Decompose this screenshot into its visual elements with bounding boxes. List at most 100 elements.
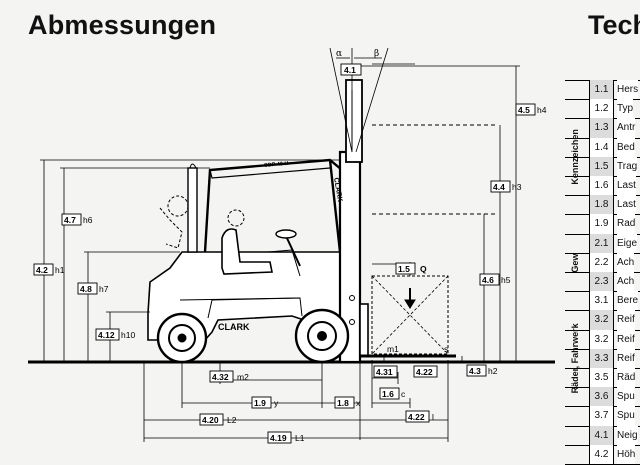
- spec-row-number: 1.4: [589, 137, 614, 157]
- dim-4-19: 4.19: [270, 433, 287, 443]
- spec-row-number: 1.2: [589, 99, 614, 119]
- spec-row-label: Antr: [617, 118, 636, 138]
- dim-1-9-sym: y: [274, 398, 279, 408]
- spec-row-number: 1.8: [589, 195, 614, 215]
- spec-row-label: Ach: [617, 252, 635, 272]
- dim-4-8: 4.8: [80, 284, 92, 294]
- dim-1-8-sym: x: [356, 398, 361, 408]
- spec-row-number: 1.6: [589, 176, 614, 196]
- dim-4-12: 4.12: [98, 330, 115, 340]
- spec-row-label: Hers: [617, 80, 639, 100]
- spec-row-label: Reif: [617, 348, 635, 368]
- dim-4-22-a: 4.22: [416, 367, 433, 377]
- spec-row-number: 3.2: [589, 310, 614, 330]
- dim-s: s: [444, 344, 448, 354]
- dim-4-5-sym: h4: [537, 105, 547, 115]
- spec-row-label: Eige: [617, 233, 638, 253]
- dim-4-12-sym: h10: [121, 330, 135, 340]
- forklift-dimension-diagram: CLARK CLARK CDP 40 H α β: [28, 47, 555, 444]
- spec-row-label: Räd: [617, 368, 636, 388]
- spec-row-label: Spu: [617, 387, 635, 407]
- dim-1-6: 1.6: [382, 389, 394, 399]
- section-title-technical: Tech: [588, 10, 640, 40]
- page-title: Abmessungen: [28, 10, 217, 40]
- spec-row-number: 2.1: [589, 233, 614, 253]
- dim-4-2-sym: h1: [55, 265, 65, 275]
- dim-4-4: 4.4: [493, 182, 505, 192]
- dim-4-7-sym: h6: [83, 215, 93, 225]
- spec-row-number: 3.2: [589, 329, 614, 349]
- dim-4-31: 4.31: [376, 367, 393, 377]
- truck-brand-label: CLARK: [218, 322, 250, 332]
- dim-4-22-b-sym: l: [432, 412, 434, 422]
- spec-row-number: 1.5: [589, 156, 614, 176]
- dimension-lines: [40, 65, 520, 442]
- dim-4-3-sym: h2: [488, 366, 498, 376]
- spec-row-number: 3.6: [589, 387, 614, 407]
- spec-row-number: 2.3: [589, 272, 614, 292]
- spec-row-number: 3.5: [589, 368, 614, 388]
- dim-4-32-sym: m2: [237, 372, 249, 382]
- spec-row-label: Neig: [617, 425, 638, 445]
- spec-row-label: Bere: [617, 291, 639, 311]
- spec-row-label: Typ: [617, 99, 634, 119]
- spec-row-label: Ach: [617, 272, 635, 292]
- dim-4-19-sym: L1: [295, 433, 305, 443]
- spec-row-label: Last: [617, 195, 636, 215]
- forklift-drawing: [147, 79, 498, 364]
- dimension-label-texts: 4.1 4.5 h4 4.4 h3 4.7 h6 4.2 h1 4.8 h7 4…: [36, 65, 547, 443]
- truck-model-label: CDP 40 H: [264, 161, 289, 169]
- spec-row-number: 4.1: [589, 425, 614, 445]
- spec-row-label: Höh: [617, 444, 636, 464]
- dim-4-2: 4.2: [36, 265, 48, 275]
- dim-4-8-sym: h7: [99, 284, 109, 294]
- dim-4-5: 4.5: [518, 105, 530, 115]
- dim-1-8: 1.8: [337, 398, 349, 408]
- dim-m1: m1: [387, 344, 399, 354]
- dim-4-3: 4.3: [469, 366, 481, 376]
- spec-group-label: Räder, Fahrwerk: [570, 323, 580, 394]
- dim-4-6-sym: h5: [501, 275, 511, 285]
- dim-1-5-sym: Q: [420, 264, 427, 274]
- dimension-label-boxes: [33, 63, 536, 444]
- spec-row-label: Reif: [617, 329, 635, 349]
- spec-row-label: Trag: [617, 156, 638, 176]
- spec-row-label: Last: [617, 176, 636, 196]
- dim-1-6-sym: c: [401, 389, 406, 399]
- spec-row-number: 1.1: [589, 80, 614, 100]
- spec-row-label: Spu: [617, 406, 635, 426]
- spec-row-number: 4.2: [589, 444, 614, 464]
- dim-4-1: 4.1: [344, 65, 356, 75]
- dim-1-9: 1.9: [254, 398, 266, 408]
- dim-4-20-sym: L2: [227, 415, 237, 425]
- spec-row-label: Bed: [617, 137, 635, 157]
- spec-row-label: Reif: [617, 310, 635, 330]
- dim-4-20: 4.20: [202, 415, 219, 425]
- dim-1-5: 1.5: [398, 264, 410, 274]
- spec-row-number: 3.1: [589, 291, 614, 311]
- spec-row-number: 2.2: [589, 252, 614, 272]
- beta-label: β: [374, 49, 379, 59]
- spec-row-label: Rad: [617, 214, 636, 234]
- dim-4-32: 4.32: [212, 372, 229, 382]
- dim-4-6: 4.6: [482, 275, 494, 285]
- spec-row-number: 1.3: [589, 118, 614, 138]
- dim-4-4-sym: h3: [512, 182, 522, 192]
- mast-brand-label: CLARK: [332, 177, 343, 202]
- dim-4-7: 4.7: [64, 215, 76, 225]
- spec-row-number: 3.3: [589, 348, 614, 368]
- spec-group-label: Gew: [570, 252, 580, 272]
- alpha-label: α: [336, 49, 342, 59]
- spec-row-number: 1.9: [589, 214, 614, 234]
